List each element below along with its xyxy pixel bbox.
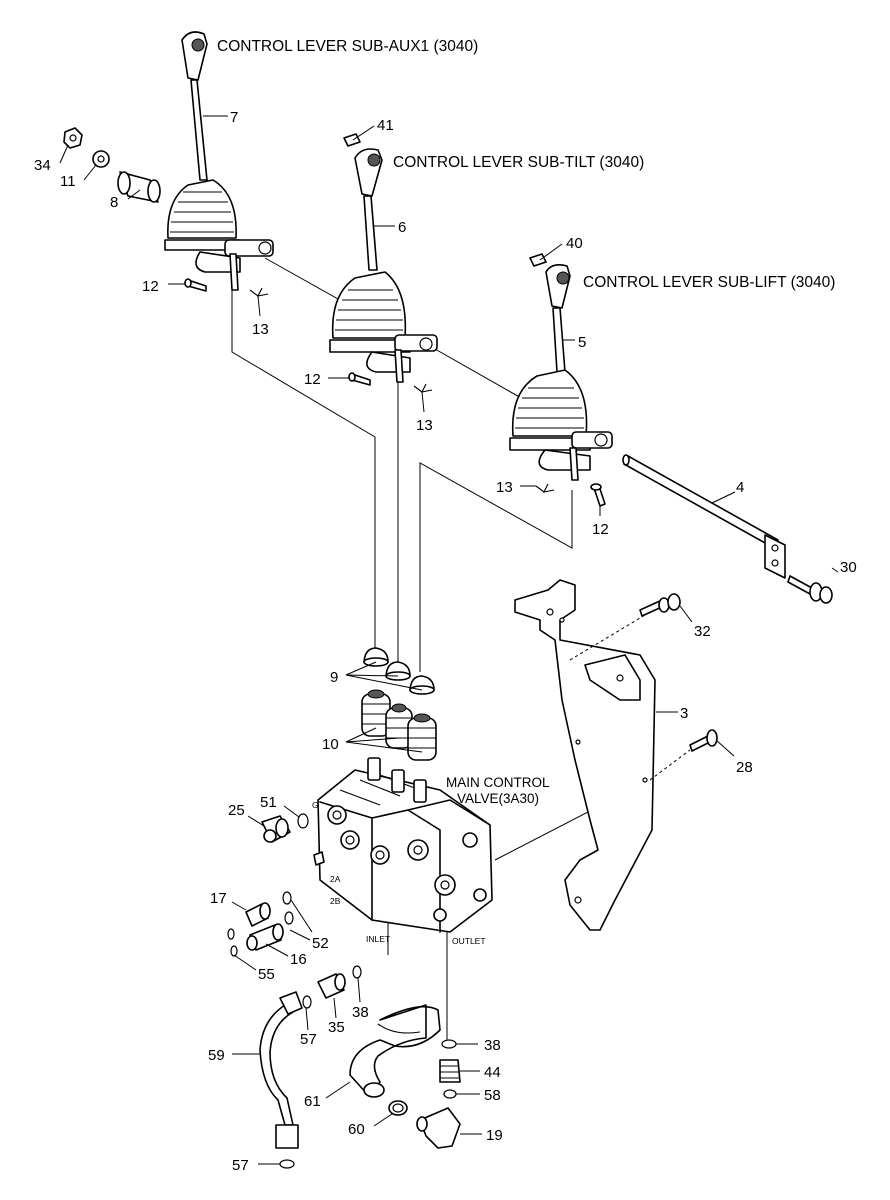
callout-12-b: 12	[304, 371, 321, 388]
title-aux1: CONTROL LEVER SUB-AUX1 (3040)	[217, 38, 478, 55]
bolt-30	[787, 575, 833, 604]
control-lever-lift	[509, 264, 613, 481]
clip-13-b	[413, 383, 433, 393]
clip-13-a	[249, 287, 269, 297]
part-11-washer	[92, 150, 110, 168]
callout-numbers: 7 34 11 8 12 13 41 6 12 13 40 5 13 12 4 …	[34, 109, 857, 1174]
callout-44: 44	[484, 1064, 501, 1081]
callout-35: 35	[328, 1019, 345, 1036]
fitting-17	[245, 902, 271, 927]
callout-5: 5	[578, 334, 586, 351]
port-2b-label: 2B	[330, 896, 341, 906]
o-ring-57-a	[302, 995, 312, 1009]
callout-12-c: 12	[592, 521, 609, 538]
part-34-nut	[63, 127, 83, 149]
o-ring-52-b	[284, 911, 294, 925]
callout-40: 40	[566, 235, 583, 252]
hose-61	[349, 1004, 441, 1098]
elbow-19	[416, 1107, 461, 1149]
part-40-clip	[529, 253, 547, 267]
part-41-clip	[343, 133, 361, 147]
callout-34: 34	[34, 157, 51, 174]
callout-8: 8	[110, 194, 118, 211]
callout-52: 52	[312, 935, 329, 952]
callout-12-a: 12	[142, 278, 159, 295]
callout-16: 16	[290, 951, 307, 968]
boots-10	[361, 689, 437, 761]
port-g-label: G	[312, 800, 319, 810]
callout-25: 25	[228, 802, 245, 819]
o-ring-55-a	[227, 928, 235, 940]
o-ring-51	[297, 813, 309, 829]
callout-59: 59	[208, 1047, 225, 1064]
o-ring-55-b	[230, 945, 238, 957]
control-lever-tilt	[329, 148, 438, 383]
callout-19: 19	[486, 1127, 503, 1144]
callout-4: 4	[736, 479, 744, 496]
title-tilt: CONTROL LEVER SUB-TILT (3040)	[393, 154, 644, 171]
bolt-32	[569, 593, 681, 661]
callout-32: 32	[694, 623, 711, 640]
callout-58: 58	[484, 1087, 501, 1104]
callout-7: 7	[230, 109, 238, 126]
pin-12-b	[348, 372, 371, 386]
callout-57-a: 57	[300, 1031, 317, 1048]
o-ring-58	[443, 1089, 457, 1099]
routing-lines	[231, 257, 651, 1040]
callout-60: 60	[348, 1121, 365, 1138]
clip-13-c	[535, 483, 555, 493]
callout-38-b: 38	[484, 1037, 501, 1054]
port-outlet-label: OUTLET	[452, 936, 486, 946]
callout-leaders	[59, 115, 839, 1165]
pipe-59	[259, 991, 303, 1169]
callout-9: 9	[330, 669, 338, 686]
callout-11: 11	[60, 173, 76, 190]
callout-57-b: 57	[232, 1157, 249, 1174]
callout-30: 30	[840, 559, 857, 576]
clamp-60	[388, 1100, 408, 1116]
callout-3: 3	[680, 705, 688, 722]
callout-38-a: 38	[352, 1004, 369, 1021]
o-ring-52-a	[282, 891, 292, 905]
caps-9	[363, 647, 435, 695]
part-8-spacer	[117, 171, 161, 203]
callout-10: 10	[322, 736, 339, 753]
port-2a-label: 2A	[330, 874, 341, 884]
valve-title-line1: MAIN CONTROL	[446, 775, 550, 790]
rod-4	[622, 454, 786, 579]
callout-13-a: 13	[252, 321, 269, 338]
callout-13-b: 13	[416, 417, 433, 434]
callout-28: 28	[736, 759, 753, 776]
fitting-35	[317, 973, 346, 999]
fitting-25	[261, 815, 291, 843]
pin-12-a	[184, 278, 207, 292]
title-lift: CONTROL LEVER SUB-LIFT (3040)	[583, 274, 835, 291]
callout-51: 51	[260, 794, 277, 811]
callout-13-c: 13	[496, 479, 513, 496]
o-ring-38-b	[441, 1039, 457, 1049]
port-inlet-label: INLET	[366, 934, 390, 944]
callout-55: 55	[258, 966, 275, 983]
bracket-3	[514, 579, 656, 931]
pin-12-c	[590, 483, 606, 507]
callout-17: 17	[210, 890, 227, 907]
fitting-16	[246, 923, 284, 951]
fitting-44	[439, 1059, 461, 1083]
bolt-28	[649, 729, 718, 781]
valve-title-line2: VALVE(3A30)	[457, 791, 539, 806]
callout-6: 6	[398, 219, 406, 236]
control-lever-aux1	[164, 31, 274, 291]
callout-61: 61	[304, 1093, 321, 1110]
main-control-valve	[313, 757, 493, 933]
o-ring-38-a	[352, 965, 362, 979]
callout-41: 41	[377, 117, 394, 134]
